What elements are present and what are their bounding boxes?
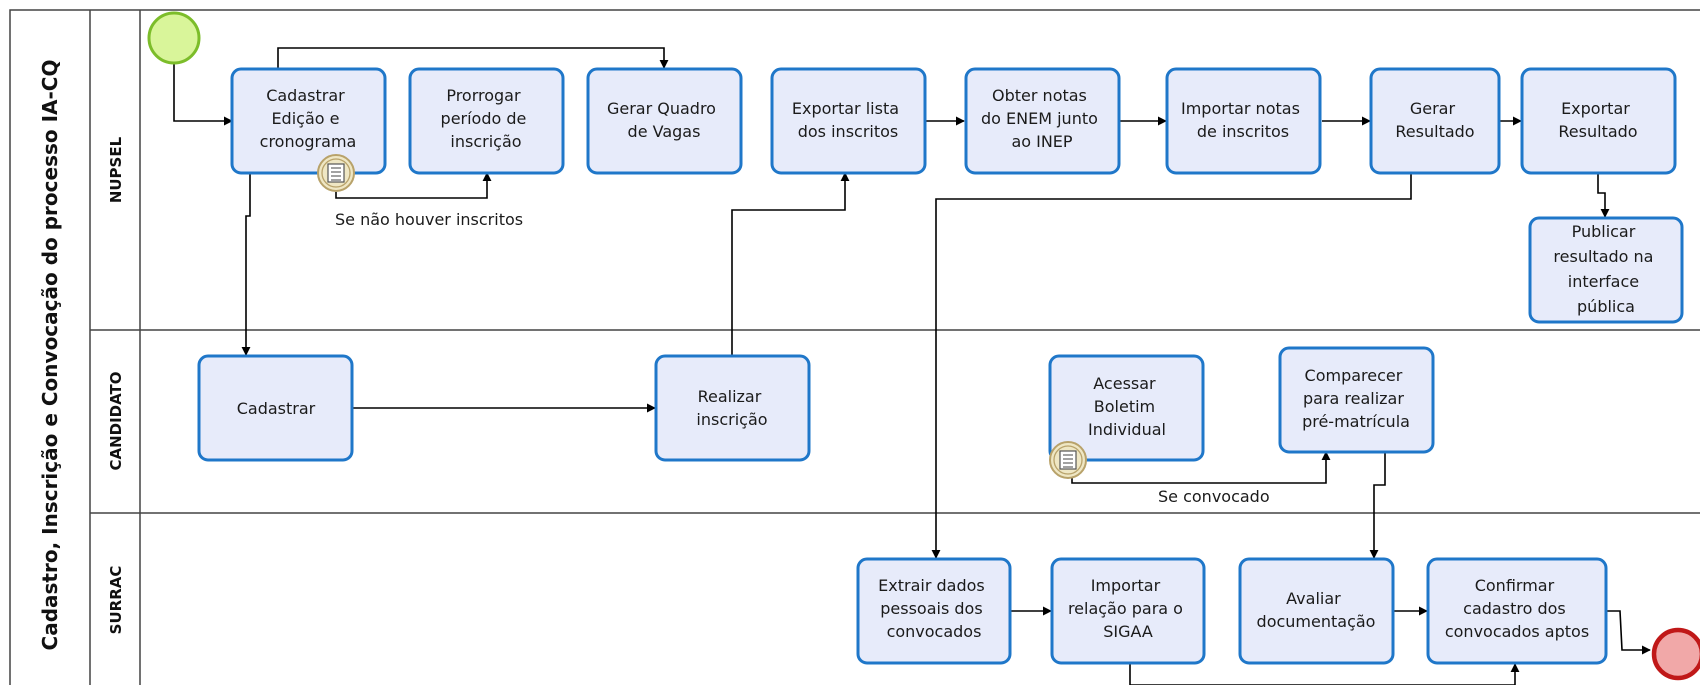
task-cadastrar-edicao[interactable]: Cadastrar Edição e cronograma — [230, 67, 387, 175]
task-extrair-dados[interactable]: Extrair dados pessoais dos convocados — [856, 557, 1012, 665]
task-prorrogar[interactable]: Prorrogar período de inscrição — [408, 67, 565, 175]
task-obter-notas[interactable]: Obter notas do ENEM junto ao INEP — [964, 67, 1121, 175]
task-importar-notas-label: Importar notas de inscritos — [1181, 99, 1305, 141]
task-prorrogar-label: Prorrogar período de inscrição — [441, 86, 532, 151]
start-event-icon[interactable] — [147, 11, 201, 65]
task-exportar-resultado[interactable]: Exportar Resultado — [1520, 67, 1677, 175]
end-event-icon[interactable] — [1651, 627, 1700, 681]
task-realizar-inscricao-label: Realizar inscrição — [696, 387, 767, 429]
task-cadastrar-label: Cadastrar — [237, 399, 316, 418]
task-gerar-resultado[interactable]: Gerar Resultado — [1369, 67, 1501, 175]
task-avaliar-documentacao-label: Avaliar documentação — [1257, 589, 1376, 631]
flow-realizar-to-exportar-lista — [731, 172, 850, 355]
task-exportar-lista[interactable]: Exportar lista dos inscritos — [770, 67, 927, 175]
lane-label-candidato: CANDIDATO — [107, 371, 125, 470]
task-confirmar-cadastro-label: Confirmar cadastro dos convocados aptos — [1445, 576, 1589, 641]
flow-conditional-to-prorrogar — [335, 172, 492, 199]
flow-start-to-cadastrar-edicao — [173, 64, 233, 126]
condition-label-convocado: Se convocado — [1158, 487, 1270, 506]
conditional-event-icon[interactable] — [1049, 441, 1087, 479]
task-importar-relacao[interactable]: Importar relação para o SIGAA — [1050, 557, 1206, 665]
task-publicar-resultado[interactable]: Publicar resultado na interface pública — [1528, 216, 1684, 324]
flow-comparecer-to-avaliar — [1369, 452, 1386, 559]
task-confirmar-cadastro[interactable]: Confirmar cadastro dos convocados aptos — [1426, 557, 1608, 665]
flow-exportar-resultado-to-publicar — [1597, 173, 1610, 218]
task-cadastrar[interactable]: Cadastrar — [197, 354, 354, 462]
task-gerar-quadro[interactable]: Gerar Quadro de Vagas — [586, 67, 743, 175]
task-avaliar-documentacao[interactable]: Avaliar documentação — [1238, 557, 1395, 665]
task-acessar-boletim-label: Acessar Boletim Individual — [1088, 374, 1166, 439]
task-gerar-quadro-label: Gerar Quadro de Vagas — [607, 99, 721, 141]
conditional-event-icon[interactable] — [317, 154, 355, 192]
flow-cadastrar-edicao-to-cadastrar — [241, 173, 251, 356]
task-importar-notas[interactable]: Importar notas de inscritos — [1165, 67, 1322, 175]
task-comparecer[interactable]: Comparecer para realizar pré-matrícula — [1278, 346, 1435, 454]
task-comparecer-label: Comparecer para realizar pré-matrícula — [1302, 366, 1410, 431]
flow-confirmar-to-end — [1607, 610, 1651, 655]
task-exportar-lista-label: Exportar lista dos inscritos — [792, 99, 904, 141]
task-acessar-boletim[interactable]: Acessar Boletim Individual — [1048, 354, 1205, 462]
flow-conditional-to-comparecer — [1071, 451, 1331, 484]
task-exportar-resultado-label: Exportar Resultado — [1558, 99, 1637, 141]
lane-label-nupsel: NUPSEL — [107, 136, 125, 203]
task-obter-notas-label: Obter notas do ENEM junto ao INEP — [981, 86, 1103, 151]
task-importar-relacao-label: Importar relação para o SIGAA — [1068, 576, 1188, 641]
lane-label-surrac: SURRAC — [107, 566, 125, 635]
task-gerar-resultado-label: Gerar Resultado — [1395, 99, 1474, 141]
task-publicar-resultado-label: Publicar resultado na interface pública — [1553, 222, 1658, 316]
sequence-flows — [173, 47, 1651, 685]
task-extrair-dados-label: Extrair dados pessoais dos convocados — [878, 576, 990, 641]
pool-title: Cadastro, Inscrição e Convocação do proc… — [38, 60, 62, 651]
flow-importar-relacao-to-confirmar — [1129, 663, 1520, 685]
condition-label-sem-inscritos: Se não houver inscritos — [335, 210, 523, 229]
task-realizar-inscricao[interactable]: Realizar inscrição — [654, 354, 811, 462]
task-cadastrar-edicao-label: Cadastrar Edição e cronograma — [260, 86, 357, 151]
flow-gerar-resultado-to-extrair-dados — [931, 173, 1412, 559]
flow-cadastrar-edicao-to-gerar-quadro — [277, 47, 669, 69]
